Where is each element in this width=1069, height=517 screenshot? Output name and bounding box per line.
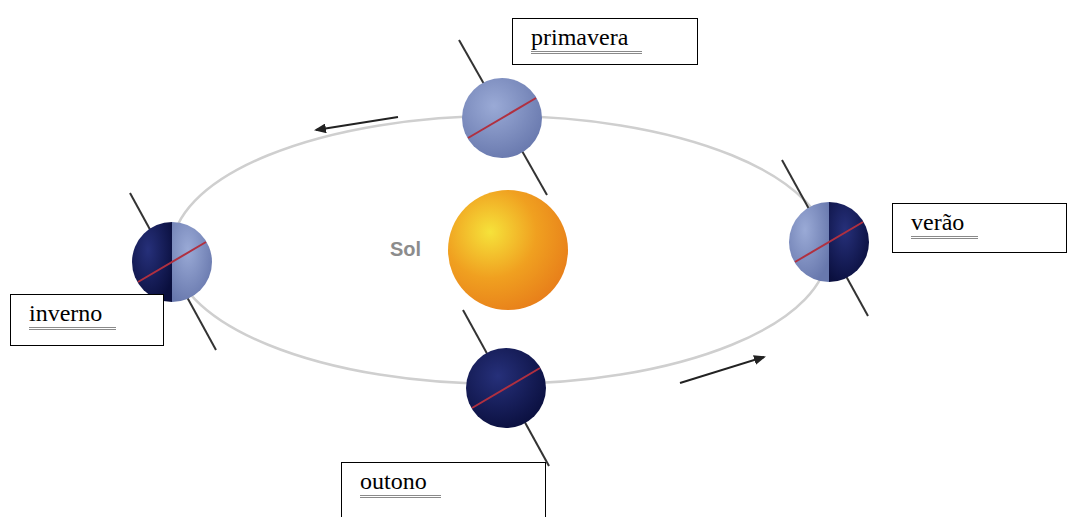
sun-label: Sol bbox=[390, 238, 421, 261]
season-box: verão bbox=[892, 203, 1067, 253]
earth bbox=[782, 160, 869, 316]
season-box: inverno bbox=[10, 294, 164, 346]
direction-arrow bbox=[680, 357, 764, 383]
sun bbox=[448, 190, 568, 310]
earth bbox=[463, 310, 549, 466]
season-label: outono bbox=[360, 467, 441, 498]
season-label: inverno bbox=[29, 299, 116, 330]
season-label: primavera bbox=[531, 23, 642, 54]
season-box: outono bbox=[341, 462, 546, 517]
season-label: verão bbox=[911, 208, 978, 239]
season-box: primavera bbox=[512, 18, 698, 65]
direction-arrow bbox=[316, 117, 398, 130]
